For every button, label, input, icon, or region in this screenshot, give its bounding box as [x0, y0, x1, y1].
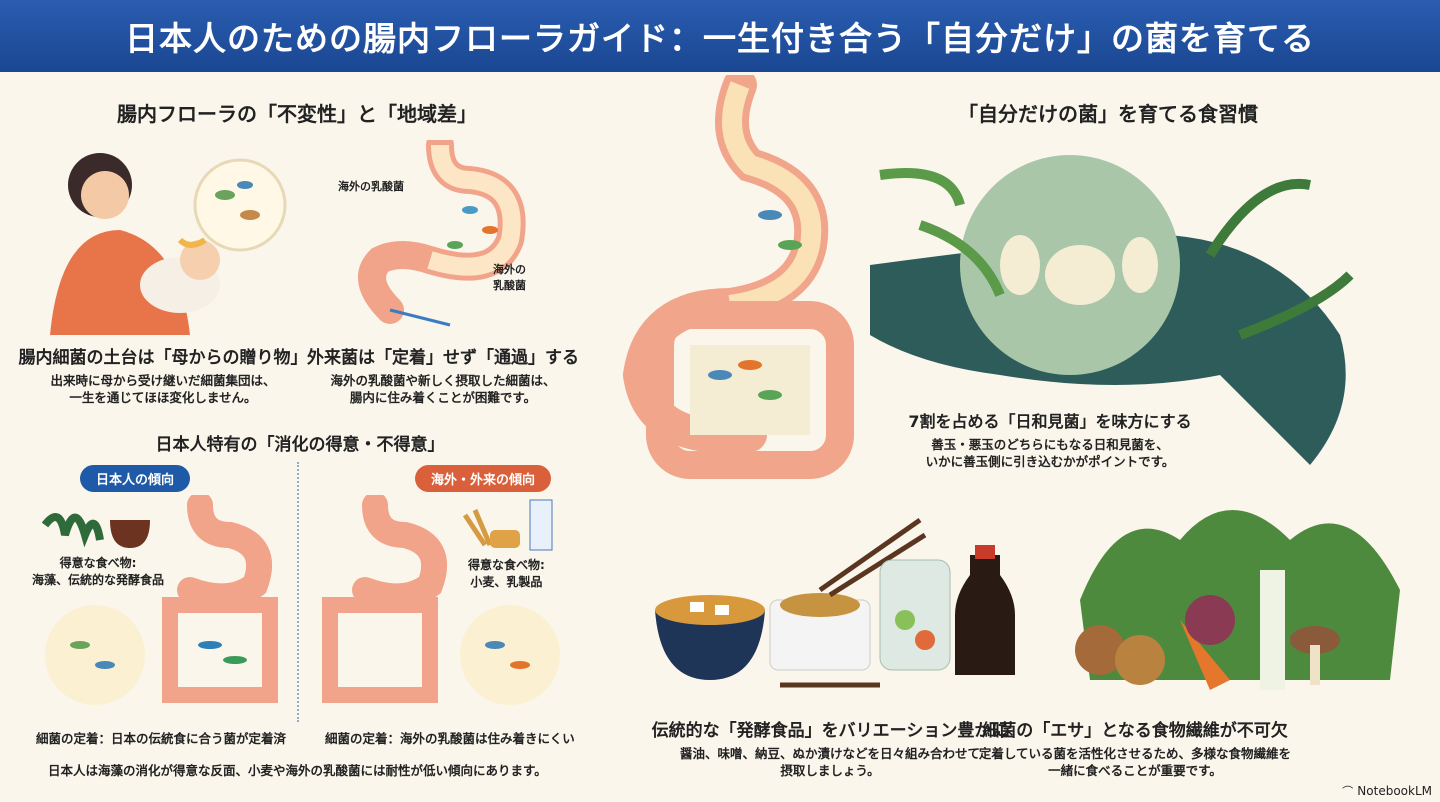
digestion-heading: 日本人特有の「消化の得意・不得意」: [155, 435, 445, 455]
caption-line: 摂取しましょう。: [780, 763, 880, 778]
caption-title: 伝統的な「発酵食品」をバリエーション豊かに: [651, 721, 1009, 741]
food-label-title: 得意な食べ物:: [468, 558, 545, 572]
divider: [297, 462, 299, 722]
section-heading-habits: 「自分だけの菌」を育てる食習慣: [958, 102, 1258, 126]
foreign-note: 細菌の定着：海外の乳酸菌は住み着きにくい: [325, 731, 575, 746]
fermented-foods-illustration: [655, 517, 1015, 688]
caption-title: 腸内細菌の土台は「母からの贈り物」: [18, 348, 308, 368]
stomach-label-1: 海外の乳酸菌: [338, 180, 404, 193]
japanese-gut-illustration: [41, 495, 278, 705]
badge-foreign: 海外・外来の傾向: [415, 465, 552, 492]
gut-flora-illustration: [622, 75, 1354, 479]
mother-baby-illustration: [50, 153, 287, 335]
badge-japanese: 日本人の傾向: [80, 465, 191, 492]
caption-transit: 外来菌は「定着」せず「通過」する 海外の乳酸菌や新しく摂取した細菌は、 腸内に住…: [307, 343, 579, 406]
japanese-note: 細菌の定着：日本の伝統食に合う菌が定着済: [36, 731, 287, 746]
food-label-title: 得意な食べ物:: [59, 556, 137, 570]
caption-line: 善玉・悪玉のどちらにもなる日和見菌を、: [931, 437, 1169, 452]
section-heading-flora: 腸内フローラの「不変性」と「地域差」: [117, 102, 477, 126]
caption-title: 細菌の「エサ」となる食物繊維が不可欠: [982, 721, 1288, 741]
foreign-gut-illustration: [322, 495, 560, 705]
notebooklm-watermark: ⌒ NotebookLM: [1342, 783, 1432, 799]
caption-opportunistic: 7割を占める「日和見菌」を味方にする 善玉・悪玉のどちらにもなる日和見菌を、 い…: [908, 408, 1191, 470]
caption-line: いかに善玉側に引き込むかがポイントです。: [925, 454, 1175, 469]
digestion-summary: 日本人は海藻の消化が得意な反面、小麦や海外の乳酸菌には耐性が低い傾向にあります。: [48, 763, 547, 778]
caption-title: 7割を占める「日和見菌」を味方にする: [908, 412, 1192, 431]
food-list: 海藻、伝統的な発酵食品: [32, 573, 165, 587]
caption-fiber: 細菌の「エサ」となる食物繊維が不可欠 定着している菌を活性化させるため、多様な食…: [979, 716, 1291, 779]
foreign-food-label: 得意な食べ物: 小麦、乳製品: [468, 557, 545, 591]
japanese-food-label: 得意な食べ物: 海藻、伝統的な発酵食品: [32, 555, 164, 589]
caption-line: 出来時に母から受け継いだ細菌集団は、: [50, 373, 276, 388]
stomach-bacteria-illustration: [358, 140, 526, 327]
caption-line: 一緒に食べることが重要です。: [1048, 763, 1222, 778]
caption-fermented: 伝統的な「発酵食品」をバリエーション豊かに 醤油、味噌、納豆、ぬか漬けなどを日々…: [652, 716, 1009, 779]
caption-line: 海外の乳酸菌や新しく摂取した細菌は、: [330, 373, 556, 388]
caption-title: 外来菌は「定着」せず「通過」する: [307, 348, 579, 368]
caption-line: 腸内に住み着くことが困難です。: [349, 390, 537, 405]
title-bar: 日本人のための腸内フローラガイド：一生付き合う「自分だけ」の菌を育てる: [0, 0, 1440, 72]
notebooklm-logo-icon: ⌒: [1342, 785, 1354, 798]
food-list: 小麦、乳製品: [470, 575, 543, 589]
caption-mother: 腸内細菌の土台は「母からの贈り物」 出来時に母から受け継いだ細菌集団は、 一生を…: [19, 343, 308, 406]
caption-line: 一生を通じてほほ変化しません。: [69, 390, 257, 405]
caption-line: 醤油、味噌、納豆、ぬか漬けなどを日々組み合わせて: [679, 746, 981, 761]
caption-line: 定着している菌を活性化させるため、多様な食物繊維を: [978, 746, 1292, 761]
page-title: 日本人のための腸内フローラガイド：一生付き合う「自分だけ」の菌を育てる: [125, 19, 1315, 58]
stomach-label-2: 海外の 乳酸菌: [493, 263, 526, 292]
brand-label: NotebookLM: [1357, 784, 1432, 798]
vegetables-illustration: [1075, 510, 1400, 690]
